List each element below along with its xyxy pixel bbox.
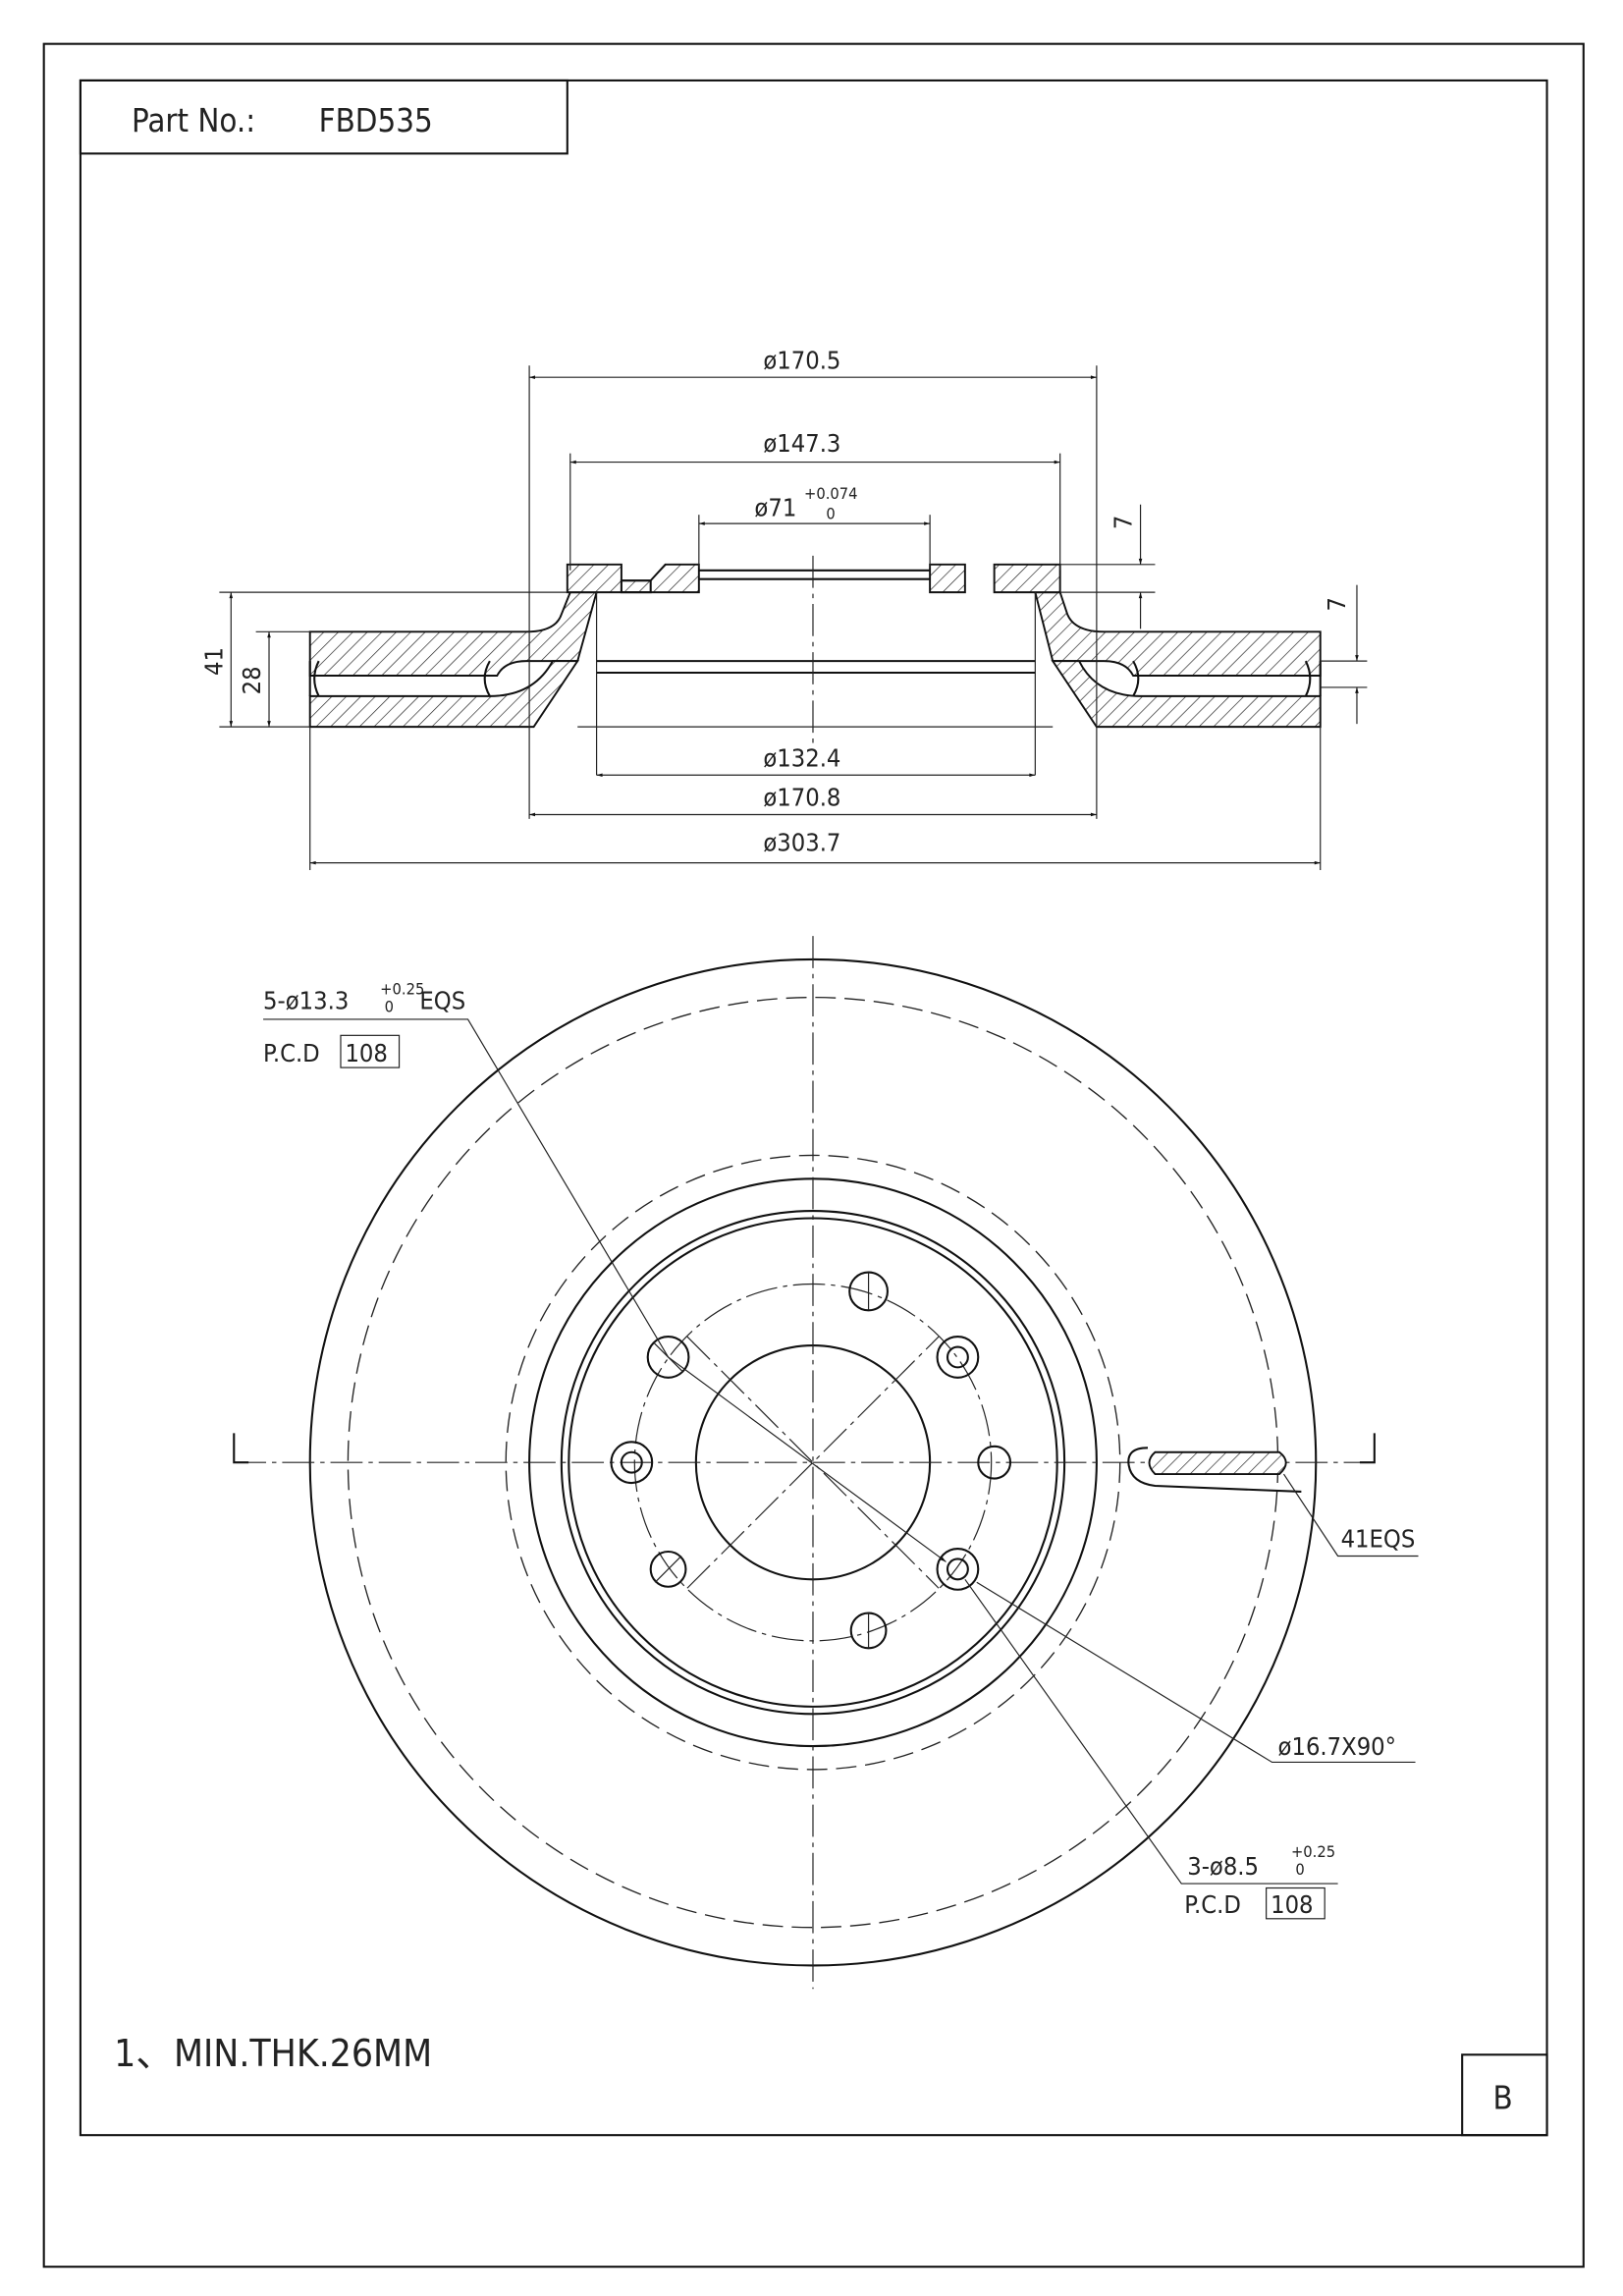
bolt-hole [610,1441,654,1485]
bolt-holes-tol-upper: +0.25 [380,980,424,999]
pcd-label: P.C.D [263,1039,320,1067]
small-holes-tol-upper: +0.25 [1291,1842,1335,1861]
dim-bore-tol-lower: 0 [826,505,835,523]
pcd-value: 108 [345,1039,387,1067]
pcd2-value: 108 [1271,1890,1313,1919]
bolt-hole [848,1271,889,1312]
dim-hat-thickness: 7 [1109,516,1138,529]
small-holes-tol-lower: 0 [1295,1860,1304,1879]
inner-border [79,79,1548,2137]
dim-disc-thickness: 28 [238,666,266,694]
bolt-holes-label: 5-ø13.3 [263,987,349,1015]
pcd2-label: P.C.D [1184,1890,1241,1919]
small-hole [849,1612,888,1650]
dim-bore-tol-upper: +0.074 [804,484,858,503]
small-hole [977,1445,1012,1480]
dim-hat-base: ø170.8 [763,784,840,812]
small-holes-label: 3-ø8.5 [1187,1852,1259,1881]
dim-disc-outer: ø303.7 [763,829,840,857]
section-view: ø170.5 ø147.3 ø71 +0.074 0 ø132.4 ø170.8… [199,346,1368,871]
dim-vent-gap: 7 [1323,597,1351,611]
vanes-label: 41EQS [1341,1525,1416,1554]
revision-letter: B [1492,2079,1512,2116]
front-view: 5-ø13.3 +0.25 0 EQS P.C.D 108 41EQS ø16.… [233,936,1419,1990]
bolt-holes-tol-lower: 0 [385,998,394,1016]
bolt-hole [936,1547,980,1591]
dim-total-height: 41 [199,647,228,676]
outer-border [42,42,1585,2269]
dim-hat-inner: ø132.4 [763,743,840,772]
small-hole [649,1550,687,1588]
part-number: FBD535 [319,102,433,139]
bolt-holes-suffix: EQS [419,987,465,1015]
chamfer-label: ø16.7X90° [1278,1732,1397,1761]
part-label: Part No.: [132,102,255,139]
bolt-hole [936,1336,980,1379]
dim-hat-top: ø147.3 [763,429,840,458]
dim-bore: ø71 [754,494,796,522]
part-number-box: Part No.: FBD535 [79,79,568,155]
dim-outer-hat: ø170.5 [763,346,840,374]
note-min-thickness: 1、MIN.THK.26MM [114,2032,432,2076]
revision-box: B [1461,2053,1548,2137]
